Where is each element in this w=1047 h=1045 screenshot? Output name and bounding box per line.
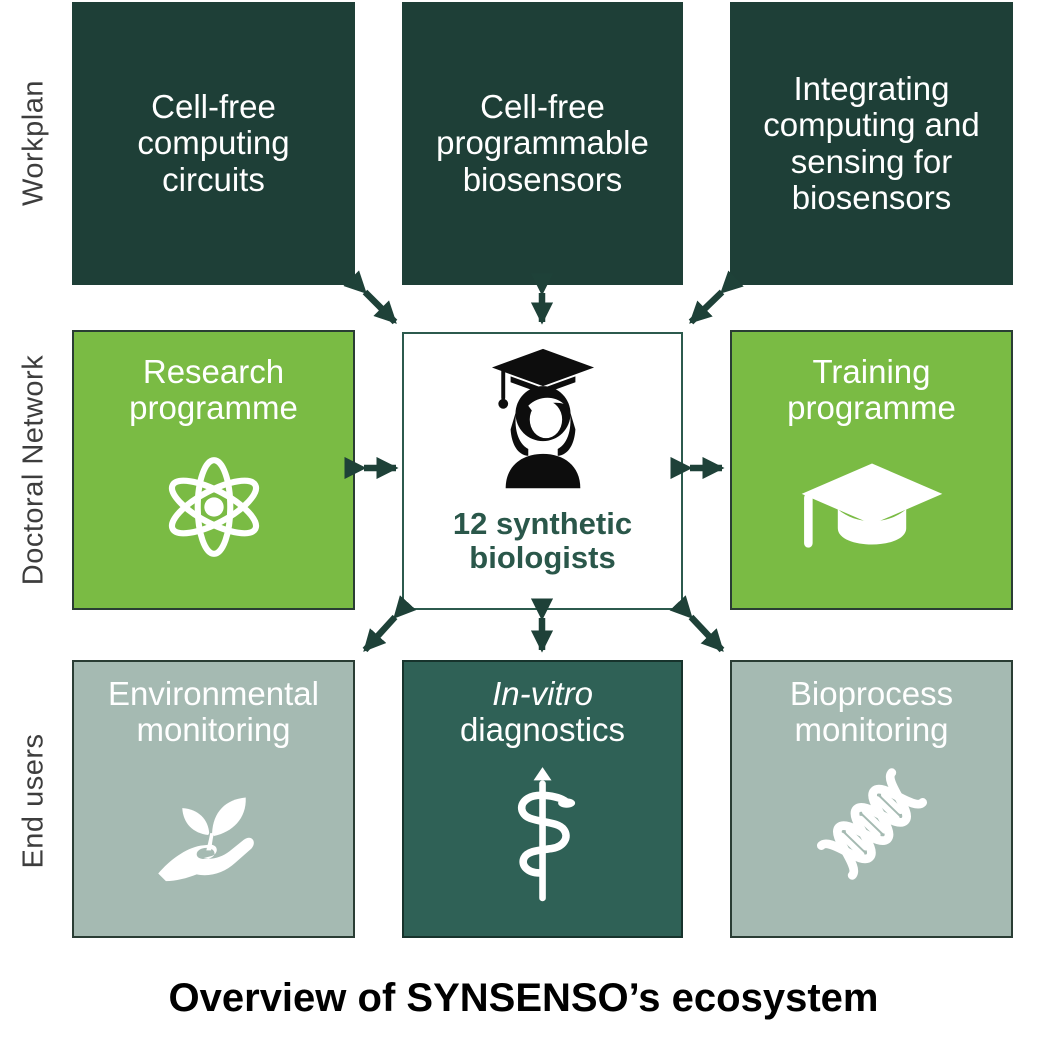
hand-seedling-icon [150,785,278,885]
box-title-rest: diagnostics [459,711,626,749]
box-title: Training programme [787,353,956,427]
box-title: Cell-free computing circuits [137,88,290,198]
box-title: Bioprocess monitoring [789,675,954,749]
box-environmental-monitoring: Environmental monitoring [72,660,355,938]
box-12-synthetic-biologists: 12 synthetic biologists [402,332,683,610]
row-label-doctoral-network: Doctoral Network [17,354,50,586]
box-title: Environmental monitoring [108,675,319,749]
dna-icon [805,757,938,890]
box-research-programme: Research programme [72,330,355,610]
box-title: In-vitro diagnostics [459,675,626,749]
double-arrow-bottom-right [669,595,725,653]
double-arrow-top-left [343,270,398,325]
box-cell-free-programmable-biosensors: Cell-free programmable biosensors [402,2,683,285]
box-in-vitro-diagnostics: In-vitro diagnostics [402,660,683,938]
double-arrow-bottom-left [362,595,417,653]
box-title: Cell-free programmable biosensors [436,88,649,198]
box-cell-free-computing-circuits: Cell-free computing circuits [72,2,355,285]
double-arrow-top-right [688,270,744,325]
graduate-icon [489,348,597,493]
diagram-caption: Overview of SYNSENSO’s ecosystem [168,976,879,1020]
box-bioprocess-monitoring: Bioprocess monitoring [730,660,1013,938]
rod-of-asclepius-icon [509,766,577,909]
row-label-workplan: Workplan [17,80,50,206]
atom-icon [163,449,265,565]
box-title: 12 synthetic biologists [452,506,633,576]
box-integrating-computing-sensing: Integrating computing and sensing for bi… [730,2,1013,285]
row-label-end-users: End users [17,733,50,869]
box-title: Integrating computing and sensing for bi… [763,69,980,216]
box-title: Research programme [129,353,298,427]
box-title-italic: In-vitro [492,675,593,712]
graduation-cap-icon [796,461,948,561]
box-training-programme: Training programme [730,330,1013,610]
